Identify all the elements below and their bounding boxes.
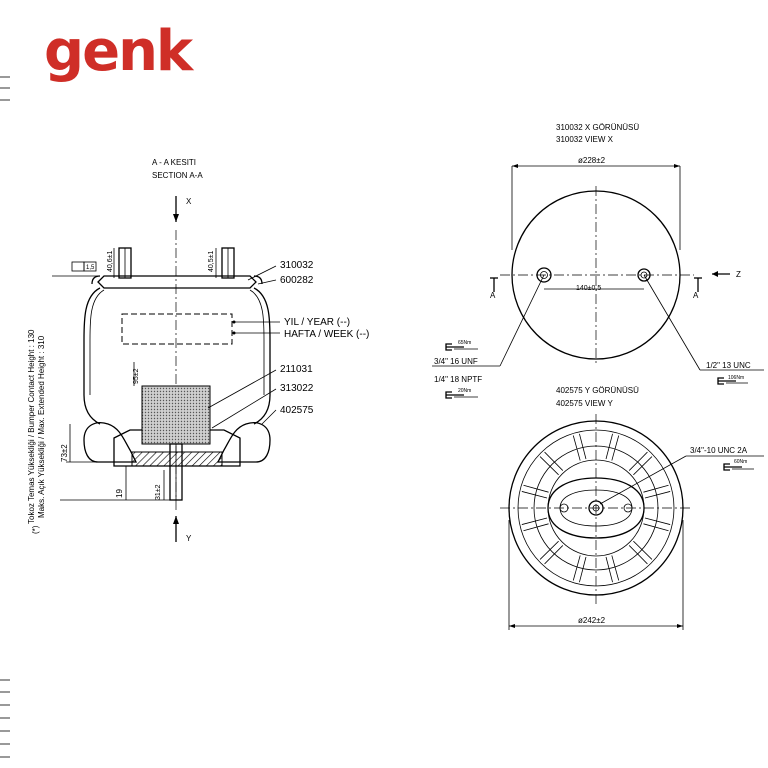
- axis-x-label: X: [186, 197, 192, 206]
- stud-hole-right: [637, 268, 651, 282]
- thread-right: 1/2" 13 UNC: [706, 361, 751, 370]
- piston-rib: [539, 456, 559, 476]
- view-y-title-tr: 402575 Y GÖRÜNÜSÜ: [556, 386, 639, 395]
- piston: [113, 429, 241, 467]
- callout-313022: 313022: [280, 383, 314, 394]
- piston-rib: [644, 517, 671, 525]
- view-x-diameter-dim: [511, 164, 681, 250]
- piston-rib: [628, 451, 648, 471]
- wrench-icon: [717, 377, 748, 385]
- mounting-studs: [118, 247, 235, 279]
- wrench-icon: [445, 391, 478, 399]
- rolling-lobe-left: [83, 422, 138, 463]
- piston-rib: [633, 540, 653, 560]
- year-label: YIL / YEAR (--): [284, 317, 350, 328]
- piston-rib: [523, 523, 549, 532]
- piston-ribs: [521, 433, 671, 583]
- week-label: HAFTA / WEEK (--): [284, 329, 369, 340]
- piston-rib: [628, 545, 648, 565]
- view-x-title-tr: 310032 X GÖRÜNÜSÜ: [556, 123, 639, 132]
- bellow-right-wall: [253, 287, 271, 425]
- torque-left-bottom: 20Nm: [458, 388, 471, 394]
- piston-rib: [611, 435, 620, 461]
- piston-rib: [544, 451, 564, 471]
- hole-spacing: 140±0,5: [576, 285, 601, 292]
- piston-rib: [579, 556, 587, 583]
- genk-logo: genk: [44, 19, 193, 84]
- axis-z-label: Z: [736, 270, 741, 279]
- bumper: [141, 385, 211, 445]
- note-footnote-marker: (*): [31, 525, 40, 534]
- bellow-left-wall: [83, 287, 101, 425]
- piston-rib: [544, 545, 564, 565]
- view-x-title-en: 310032 VIEW X: [556, 135, 614, 144]
- dim-stud-right: 40,5±1: [208, 251, 215, 272]
- piston-rib: [539, 540, 559, 560]
- view-x-diameter: ø228±2: [578, 156, 606, 165]
- section-dimensions: [52, 248, 217, 501]
- piston-rib: [572, 555, 581, 581]
- wrench-icon: [723, 463, 754, 471]
- view-y-title-en: 402575 VIEW Y: [556, 399, 613, 408]
- callout-402575: 402575: [280, 405, 314, 416]
- callout-leaders: [207, 265, 277, 429]
- torque-right: 106Nm: [728, 375, 744, 381]
- section-marker-right: A: [693, 291, 699, 300]
- torque-left-top: 65Nm: [458, 340, 471, 346]
- piston-rib: [605, 433, 613, 460]
- callout-600282: 600282: [280, 275, 314, 286]
- note-bumper-height: Tokoz Temas Yüksekliği / Bumper Contact …: [27, 329, 36, 524]
- piston-rib: [643, 523, 669, 532]
- piston-rib: [579, 433, 587, 460]
- piston-rib: [523, 484, 549, 493]
- dim-73: 73±2: [60, 444, 69, 462]
- dim-19: 19: [115, 489, 124, 498]
- piston-rib: [572, 435, 581, 461]
- wrench-icon: [445, 343, 478, 351]
- dim-flatness: 1,5: [86, 265, 95, 271]
- stud-hole-left: [536, 267, 552, 283]
- dim-stud-left: 40,6±1: [107, 251, 114, 272]
- margin-ticks: [0, 76, 10, 758]
- rolling-lobe-right: [216, 422, 271, 463]
- section-marker-left: A: [490, 291, 496, 300]
- section-title-en: SECTION A-A: [152, 171, 203, 180]
- thread-left-1: 3/4" 16 UNF: [434, 357, 478, 366]
- piston-rib: [611, 555, 620, 581]
- piston-rib: [521, 517, 548, 525]
- callout-310032: 310032: [280, 260, 314, 271]
- axis-y-label: Y: [186, 534, 192, 543]
- section-title-tr: A - A KESITI: [152, 158, 196, 167]
- view-y-diameter: ø242±2: [578, 616, 606, 625]
- dim-95: 95±2: [133, 368, 140, 384]
- view-y-thread: 3/4"-10 UNC 2A: [690, 446, 748, 455]
- callout-211031: 211031: [280, 364, 313, 375]
- piston-rib: [605, 556, 613, 583]
- piston-rib: [521, 491, 548, 499]
- note-max-height: Maks. Açık Yüksekliği / Max. Extended He…: [37, 335, 46, 518]
- piston-base-hatched: [131, 451, 223, 467]
- date-code-box: [121, 313, 233, 345]
- dim-31: 31±2: [155, 484, 162, 500]
- piston-rib: [644, 491, 671, 499]
- thread-left-2: 1/4" 18 NPTF: [434, 375, 482, 384]
- view-y-diameter-dim: [508, 520, 684, 630]
- piston-rib: [643, 484, 669, 493]
- piston-rib: [633, 456, 653, 476]
- top-bead-plate: [97, 275, 257, 289]
- view-y-torque: 60Nm: [734, 459, 747, 465]
